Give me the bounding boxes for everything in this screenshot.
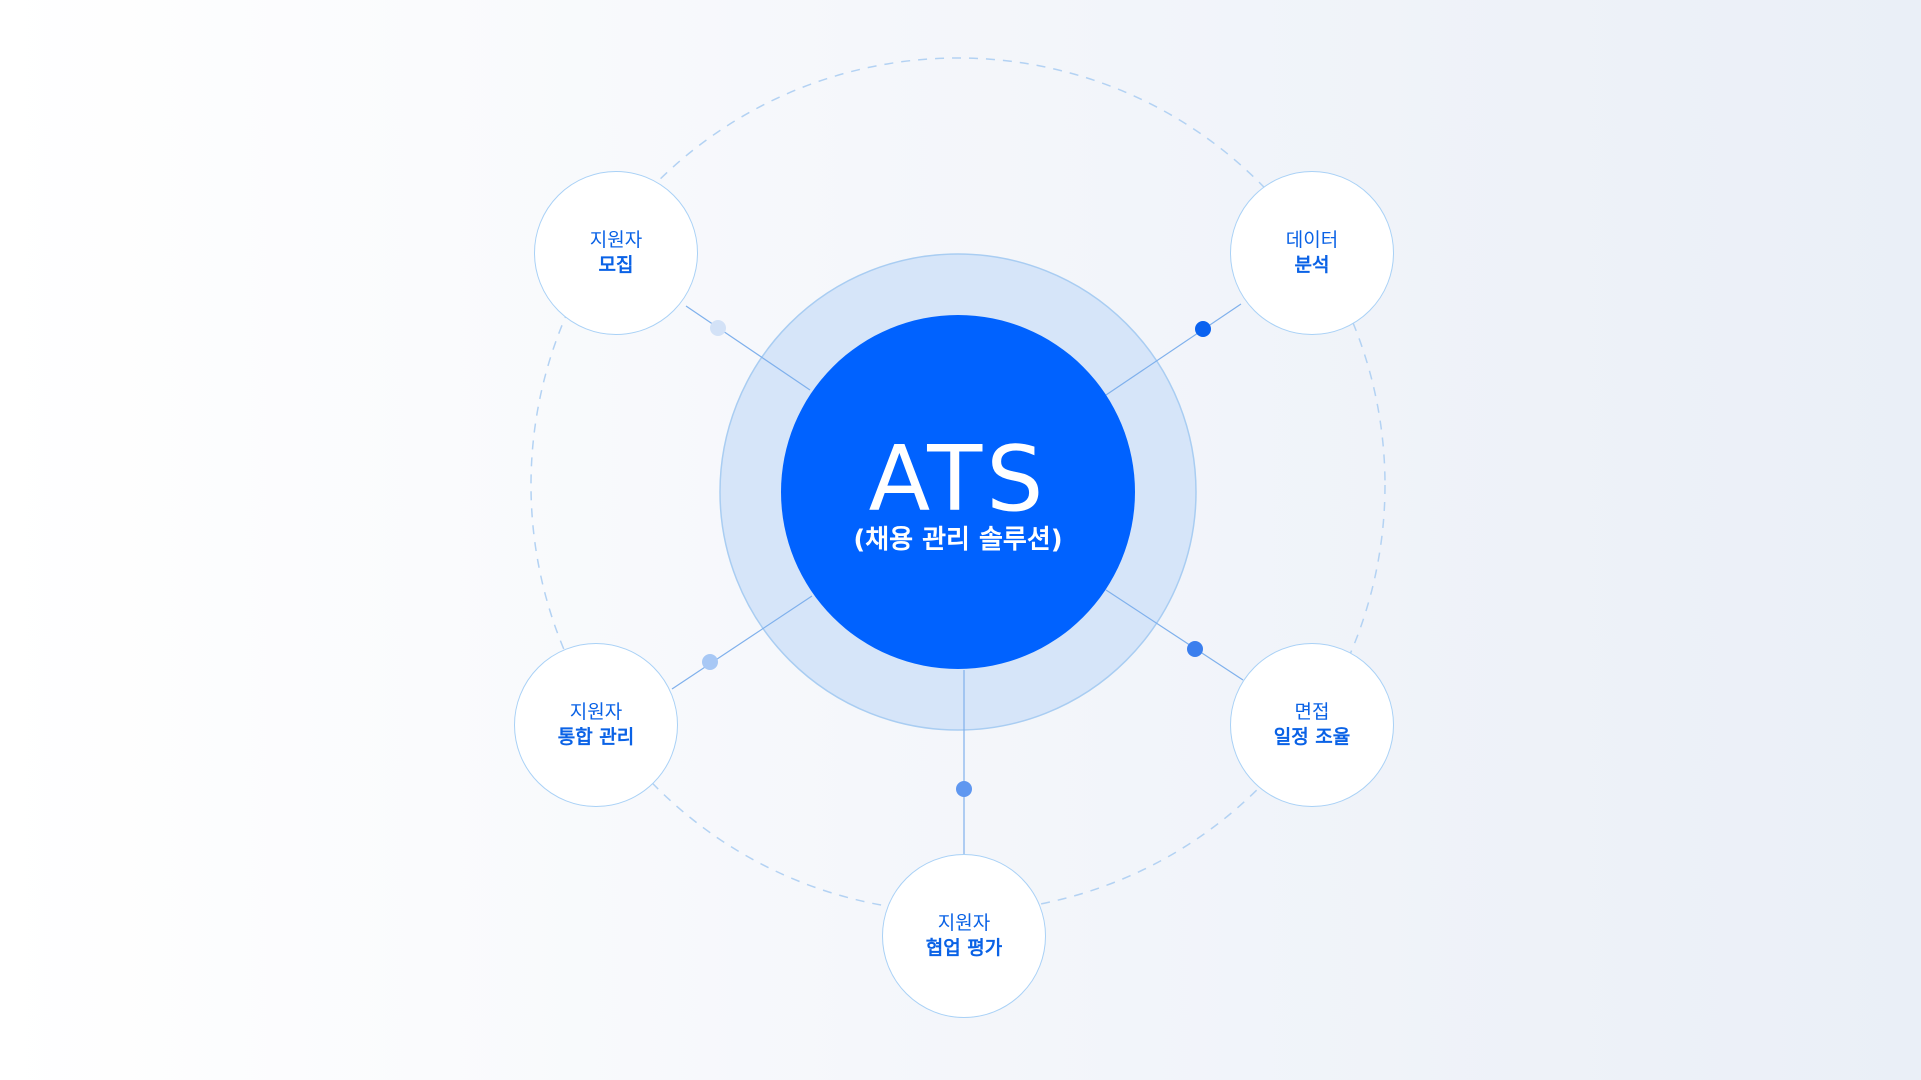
node-line2: 모집 [598,254,634,276]
connector-dot-interview [1187,641,1203,657]
center-title: ATS [868,427,1048,532]
connector-data [1105,303,1242,396]
center-subtitle: (채용 관리 솔루션) [853,525,1063,555]
node-line1: 면접 [1294,701,1330,723]
connector-dot-manage [702,654,718,670]
connector-manage [671,595,813,690]
connector-dot-data [1195,321,1211,337]
node-line1: 지원자 [589,229,643,251]
node-line2: 분석 [1294,254,1330,276]
connector-interview [1105,589,1244,681]
node-applicant-recruitment: 지원자 모집 [534,171,698,335]
node-line2: 통합 관리 [557,726,635,748]
connector-recruit [685,305,811,391]
node-line2: 일정 조율 [1273,726,1351,748]
node-data-analysis: 데이터 분석 [1230,171,1394,335]
node-line1: 지원자 [937,912,991,934]
node-line1: 지원자 [569,701,623,723]
node-collaborative-evaluation: 지원자 협업 평가 [882,854,1046,1018]
center-circle [781,315,1135,669]
node-applicant-management: 지원자 통합 관리 [514,643,678,807]
node-line1: 데이터 [1285,229,1339,251]
connector-dot-evaluate [956,781,972,797]
node-line2: 협업 평가 [925,937,1003,959]
connector-dot-recruit [710,320,726,336]
node-interview-scheduling: 면접 일정 조율 [1230,643,1394,807]
